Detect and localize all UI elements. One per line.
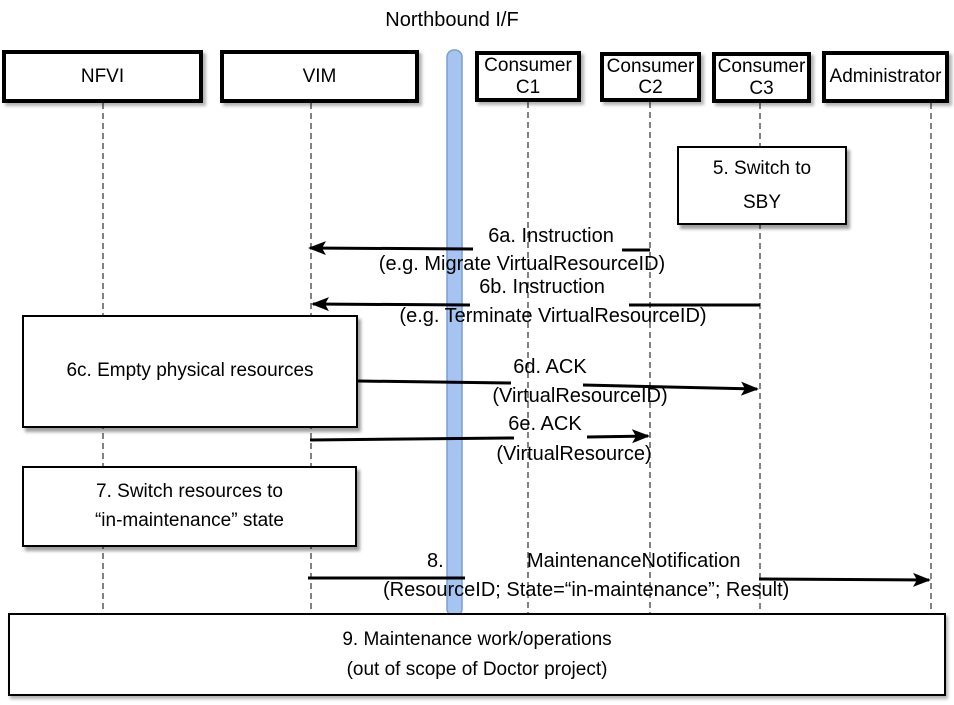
actor-label: NFVI: [80, 65, 125, 87]
message-6a-name: 6a. Instruction: [488, 225, 614, 247]
action-box-text: (out of scope of Doctor project): [346, 658, 608, 680]
message-6a-detail: (e.g. Migrate VirtualResourceID): [378, 253, 666, 275]
actor-box-consumer-c3: Consumer C3: [712, 52, 811, 103]
message-6d-line-left: [357, 379, 512, 385]
message-6d-line-arrow: [582, 381, 759, 396]
message-6e-line-left: [309, 436, 515, 442]
action-box-text: 5. Switch to: [712, 158, 812, 180]
action-box-step-5: 5. Switch to SBY: [677, 146, 847, 225]
message-6d-detail: (VirtualResourceID): [492, 385, 668, 407]
actor-label: C1: [515, 76, 541, 98]
message-6e-name: 6e. ACK: [508, 413, 582, 435]
actor-box-administrator: Administrator: [822, 51, 949, 103]
message-6e-detail: (VirtualResource): [496, 443, 652, 465]
actor-label: Consumer: [484, 55, 572, 77]
message-6b-name: 6b. Instruction: [479, 276, 605, 298]
page-title: Northbound I/F: [385, 9, 519, 31]
message-6b-line-arrow: [311, 297, 471, 312]
actor-label: C3: [749, 77, 774, 99]
northbound-interface-bar: [446, 49, 463, 617]
message-6a-line-arrow: [308, 241, 474, 256]
actor-label: Consumer: [717, 56, 806, 78]
actor-label: Administrator: [829, 66, 942, 88]
actor-label: VIM: [302, 65, 337, 87]
actor-box-consumer-c1: Consumer C1: [475, 51, 581, 102]
message-6d-name: 6d. ACK: [513, 356, 587, 378]
action-box-step-9: 9. Maintenance work/operations (out of s…: [8, 613, 946, 696]
action-box-text: 6c. Empty physical resources: [66, 360, 314, 382]
message-arrows: [308, 241, 931, 587]
message-8-number: 8.: [427, 550, 444, 572]
action-box-step-6c: 6c. Empty physical resources: [22, 315, 358, 428]
actor-box-vim: VIM: [220, 50, 419, 103]
actor-label: C2: [638, 77, 663, 98]
action-box-text: SBY: [742, 191, 782, 213]
actor-box-consumer-c2: Consumer C2: [600, 52, 701, 102]
message-8-name: MaintenanceNotification: [527, 550, 741, 572]
message-6e-line-arrow: [586, 429, 650, 444]
actor-box-nfvi: NFVI: [2, 50, 203, 103]
action-box-text: 9. Maintenance work/operations: [342, 629, 612, 651]
action-box-step-7: 7. Switch resources to “in-maintenance” …: [22, 466, 357, 547]
message-6b-detail: (e.g. Terminate VirtualResourceID): [399, 305, 707, 327]
action-box-text: 7. Switch resources to: [96, 481, 283, 502]
message-8-detail: (ResourceID; State=“in-maintenance”; Res…: [383, 579, 790, 601]
message-8-line-arrow: [758, 572, 931, 587]
action-box-text: “in-maintenance” state: [94, 509, 285, 531]
actor-label: Consumer: [606, 55, 695, 77]
